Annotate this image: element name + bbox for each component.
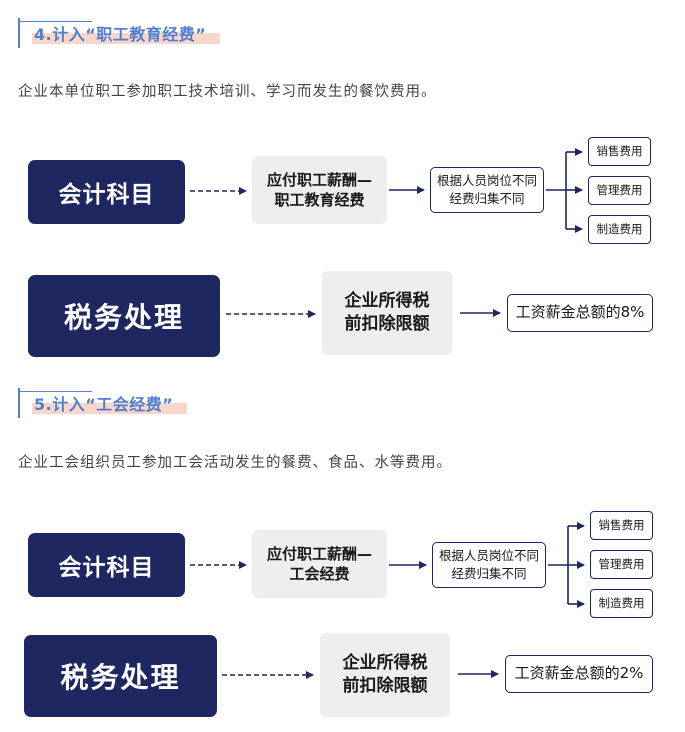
cost-box-manufacturing: 制造费用 [588,215,651,244]
section-5-header: 5.计入“工会经费” [18,388,278,418]
accounting-subject-label: 会计科目 [28,533,185,597]
section-title: 5.计入“工会经费” [34,395,174,414]
cost-box-manufacturing: 制造费用 [590,589,653,618]
section-description: 企业工会组织员工参加工会活动发生的餐费、食品、水等费用。 [18,455,452,471]
branch-line [548,526,569,604]
header-rule [18,21,92,22]
deduction-limit-box: 企业所得税 前扣除限额 [320,633,450,717]
accounting-subject-label: 会计科目 [28,160,185,224]
header-rule [18,18,20,48]
salary-rate-box: 工资薪金总额的2% [505,655,653,693]
section-title: 4.计入“职工教育经费” [34,25,207,44]
header-rule [18,388,20,418]
deduction-limit-box: 企业所得税 前扣除限额 [322,271,452,355]
allocation-box: 根据人员岗位不同 经费归集不同 [430,167,544,213]
cost-box-admin: 管理费用 [590,550,653,579]
cost-box-admin: 管理费用 [588,176,651,205]
cost-box-sales: 销售费用 [588,137,651,166]
section-description: 企业本单位职工参加职工技术培训、学习而发生的餐饮费用。 [18,84,437,100]
payable-salary-box: 应付职工薪酬— 职工教育经费 [252,156,387,224]
tax-treatment-label: 税务处理 [24,635,217,717]
section-4-header: 4.计入“职工教育经费” [18,18,278,48]
cost-box-sales: 销售费用 [590,511,653,540]
title-highlight [32,33,220,44]
title-highlight [32,403,187,414]
allocation-box: 根据人员岗位不同 经费归集不同 [432,542,546,588]
tax-treatment-label: 税务处理 [28,275,220,357]
salary-rate-box: 工资薪金总额的8% [507,294,653,332]
branch-line [546,152,567,229]
payable-salary-box: 应付职工薪酬— 工会经费 [252,530,387,598]
header-rule [18,391,92,392]
